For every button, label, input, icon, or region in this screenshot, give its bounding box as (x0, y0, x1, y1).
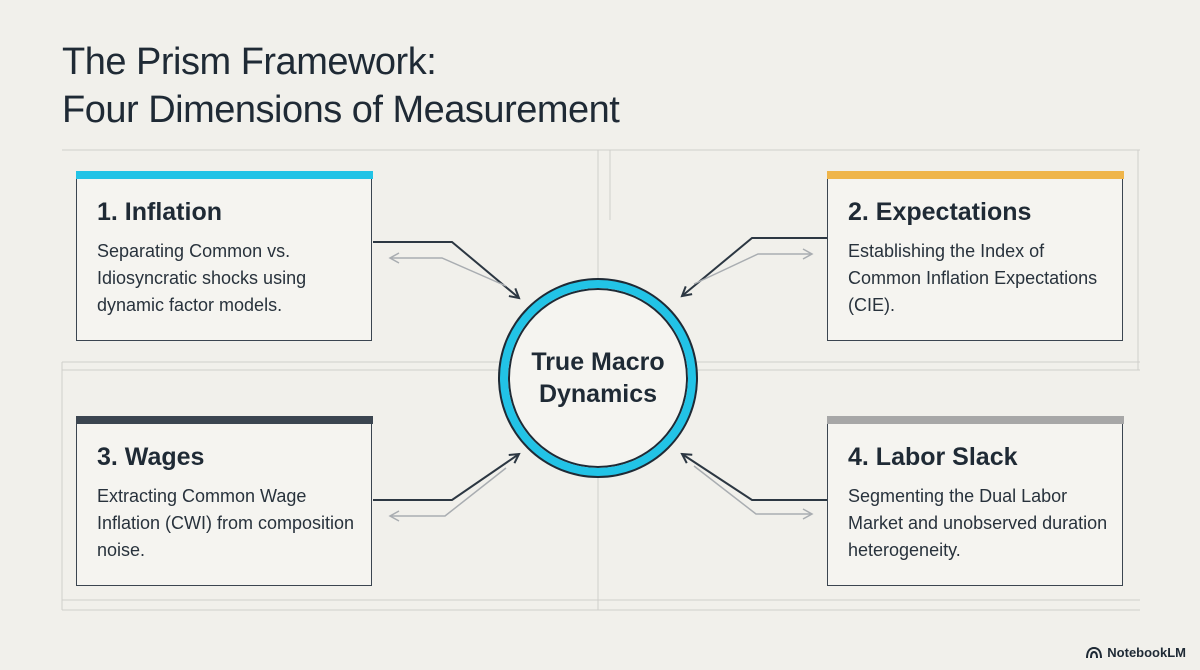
arrow-hub-to-wages (388, 467, 507, 522)
card-body: Extracting Common Wage Inflation (CWI) f… (97, 486, 355, 560)
card-wages: 3. Wages Extracting Common Wage Inflatio… (75, 415, 373, 586)
card-heading: 3. Wages (97, 443, 205, 471)
card-heading: 1. Inflation (97, 198, 222, 226)
arrow-hub-to-expectations (693, 248, 814, 285)
arrow-hub-to-inflation (388, 252, 507, 287)
page-title-line-2: Four Dimensions of Measurement (62, 89, 620, 131)
hub-circle: True Macro Dynamics (500, 280, 696, 476)
card-labor-slack: 4. Labor Slack Segmenting the Dual Labor… (826, 415, 1124, 586)
brand-watermark: NotebookLM (1086, 645, 1186, 660)
card-body: Segmenting the Dual Labor Market and uno… (848, 486, 1108, 560)
page-title-line-1: The Prism Framework: (62, 41, 437, 83)
card-inflation: 1. Inflation Separating Common vs. Idios… (75, 170, 373, 341)
card-accent-bar (826, 415, 1124, 424)
card-accent-bar (826, 170, 1124, 179)
card-body: Establishing the Index of Common Inflati… (848, 241, 1098, 315)
card-heading: 4. Labor Slack (848, 443, 1018, 471)
card-heading: 2. Expectations (848, 198, 1032, 226)
hub-label: True Macro Dynamics (531, 348, 665, 408)
card-body: Separating Common vs. Idiosyncratic shoc… (97, 241, 307, 315)
arrow-wages-to-hub (373, 454, 519, 501)
arrow-expectations-to-hub (682, 237, 827, 296)
card-accent-bar (75, 415, 373, 424)
arrow-inflation-to-hub (373, 241, 519, 298)
arrow-hub-to-labor-slack (693, 465, 814, 520)
page-title: The Prism Framework: Four Dimensions of … (62, 38, 620, 134)
card-expectations: 2. Expectations Establishing the Index o… (826, 170, 1124, 341)
notebooklm-logo-icon (1086, 646, 1103, 658)
card-accent-bar (75, 170, 373, 179)
arrow-labor-slack-to-hub (682, 454, 827, 501)
brand-label: NotebookLM (1107, 645, 1186, 660)
